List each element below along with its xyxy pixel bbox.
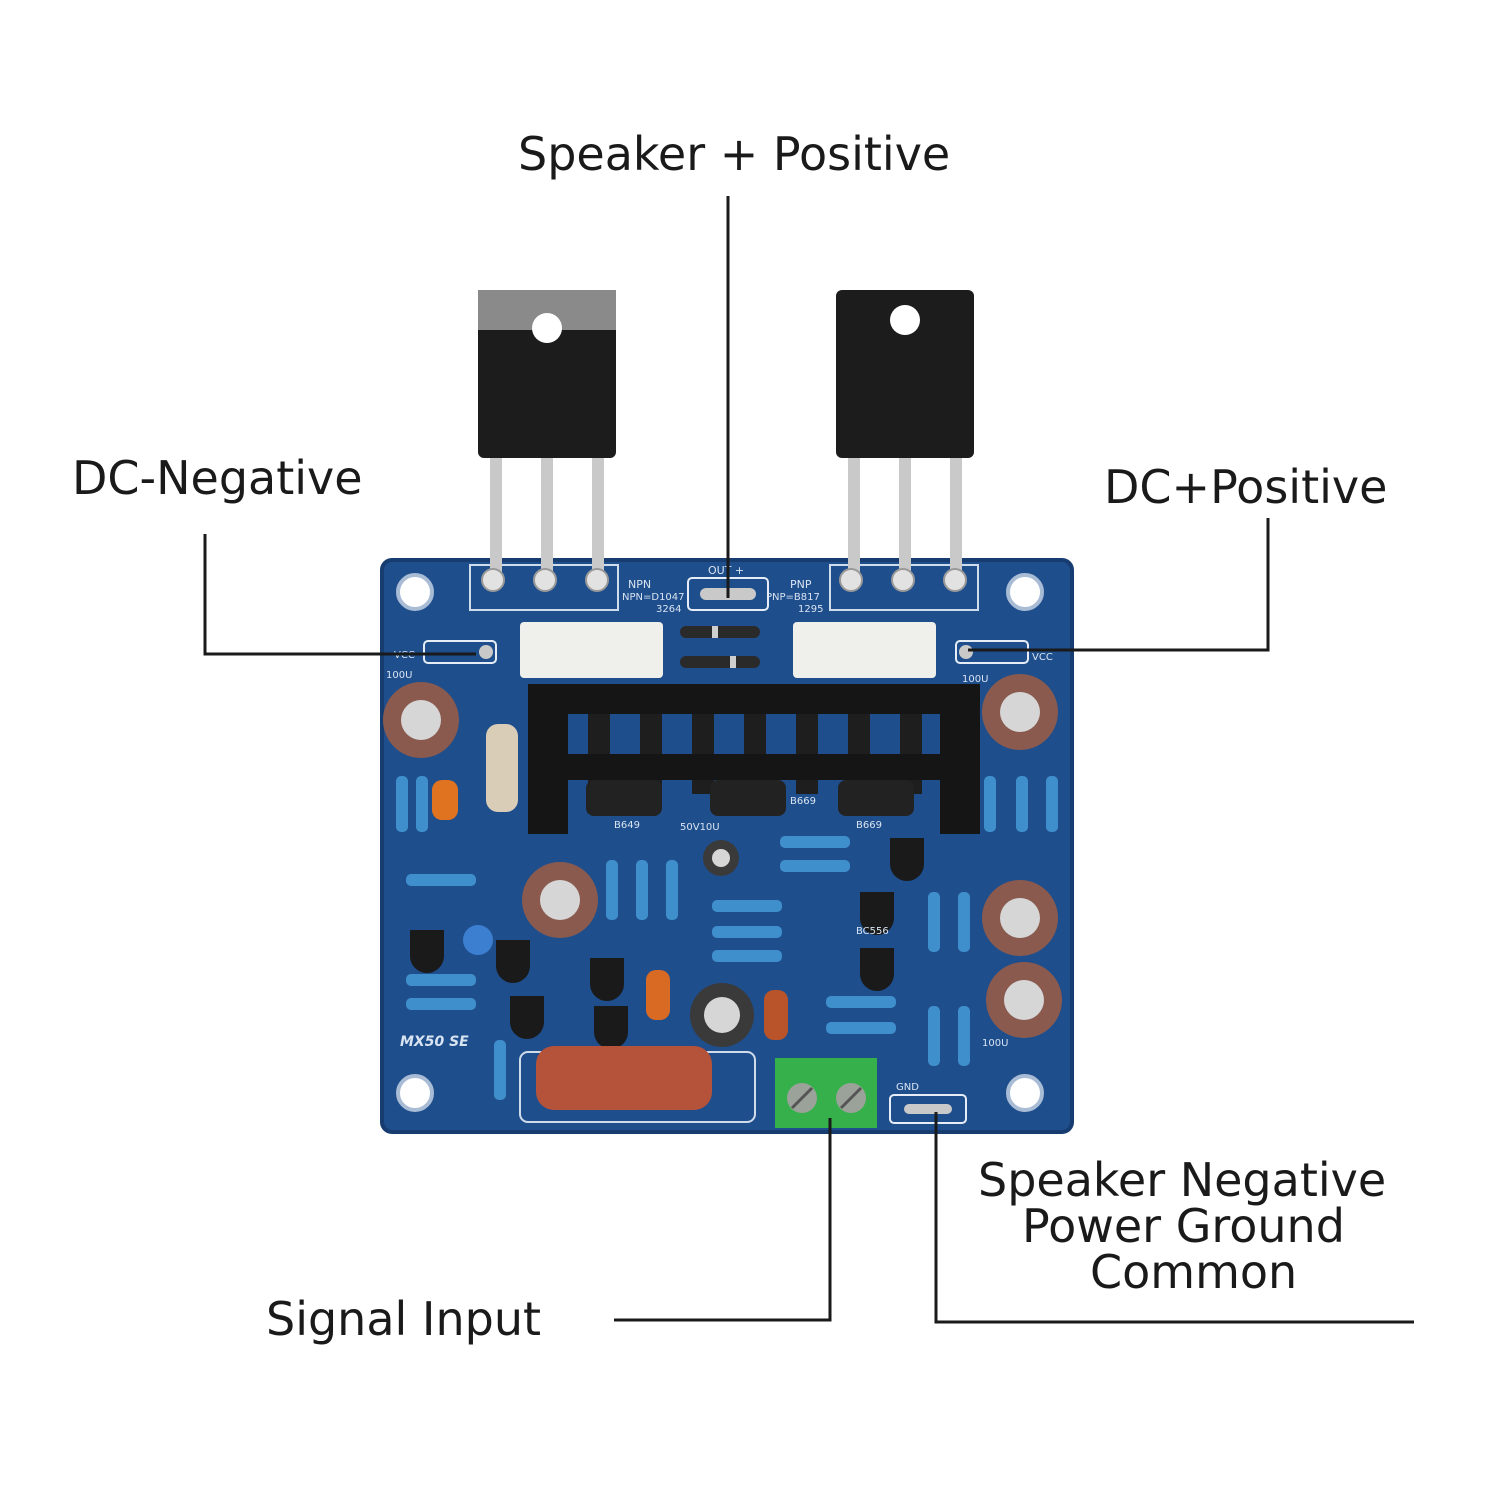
mounting-hole bbox=[396, 573, 434, 611]
pnp-power-transistor bbox=[836, 290, 974, 592]
electrolytic-capacitor bbox=[383, 682, 459, 758]
mounting-hole bbox=[1006, 1074, 1044, 1112]
mounting-hole bbox=[1006, 573, 1044, 611]
signal-input-terminal bbox=[775, 1058, 877, 1128]
small-transistors bbox=[410, 838, 924, 1049]
electrolytic-capacitor bbox=[982, 674, 1058, 750]
dc-negative-leader bbox=[203, 534, 476, 656]
resistor-array bbox=[396, 776, 1058, 1100]
cap-50v-label: 50V10U bbox=[680, 822, 720, 833]
resistor-array bbox=[406, 836, 896, 1034]
dc-positive-leader bbox=[968, 518, 1270, 652]
pnp-part-label: PNP=B817 bbox=[766, 592, 820, 603]
npn-power-transistor bbox=[478, 290, 616, 592]
speaker-negative-label-line1: Speaker Negative bbox=[978, 1153, 1387, 1207]
electrolytic-capacitor bbox=[690, 983, 754, 1047]
orange-capacitor bbox=[764, 990, 788, 1040]
ceramic-resistor bbox=[520, 622, 663, 678]
speaker-negative-label-line3: Common bbox=[1090, 1245, 1298, 1299]
orange-capacitor bbox=[646, 970, 670, 1020]
npn-part-label: NPN=D1047 bbox=[622, 592, 685, 603]
dc-positive-label: DC+Positive bbox=[1104, 460, 1388, 514]
electrolytic-capacitor bbox=[982, 880, 1058, 956]
leader-lines bbox=[203, 196, 1414, 1324]
board-model-label: MX50 SE bbox=[400, 1034, 469, 1050]
b649-label: B649 bbox=[614, 820, 640, 831]
electrolytic-capacitor bbox=[522, 862, 598, 938]
power-resistor bbox=[486, 724, 518, 812]
npn-label: NPN bbox=[628, 578, 651, 591]
npn-alt-label: 3264 bbox=[656, 604, 681, 615]
heatsink bbox=[528, 684, 980, 834]
cap-100u-label-3: 100U bbox=[982, 1038, 1008, 1049]
speaker-negative-leader bbox=[934, 1112, 1414, 1324]
speaker-positive-label: Speaker + Positive bbox=[518, 127, 951, 181]
bc556-label: BC556 bbox=[856, 926, 889, 937]
cap-100u-label-1: 100U bbox=[386, 670, 412, 681]
blue-capacitor bbox=[463, 925, 493, 955]
pnp-label: PNP bbox=[790, 578, 812, 591]
out-label: OUT + bbox=[708, 564, 744, 577]
diodes bbox=[680, 626, 760, 668]
pnp-alt-label: 1295 bbox=[798, 604, 823, 615]
gnd-pad: GND bbox=[889, 1082, 967, 1124]
orange-capacitor bbox=[432, 780, 458, 820]
dc-negative-label: DC-Negative bbox=[72, 451, 363, 505]
signal-input-leader bbox=[614, 1118, 832, 1322]
b669-label-1: B669 bbox=[790, 796, 816, 807]
gnd-label: GND bbox=[896, 1082, 919, 1093]
b669-label-2: B669 bbox=[856, 820, 882, 831]
ceramic-resistor bbox=[793, 622, 936, 678]
mkp-capacitor bbox=[536, 1046, 712, 1110]
electrolytic-capacitor bbox=[986, 962, 1062, 1038]
vcc-positive-label: VCC bbox=[1032, 652, 1053, 663]
mounting-hole bbox=[396, 1074, 434, 1112]
speaker-negative-label-line2: Power Ground bbox=[1022, 1199, 1345, 1253]
small-capacitor bbox=[703, 840, 739, 876]
cap-100u-label-2: 100U bbox=[962, 674, 988, 685]
signal-input-label: Signal Input bbox=[266, 1292, 542, 1346]
